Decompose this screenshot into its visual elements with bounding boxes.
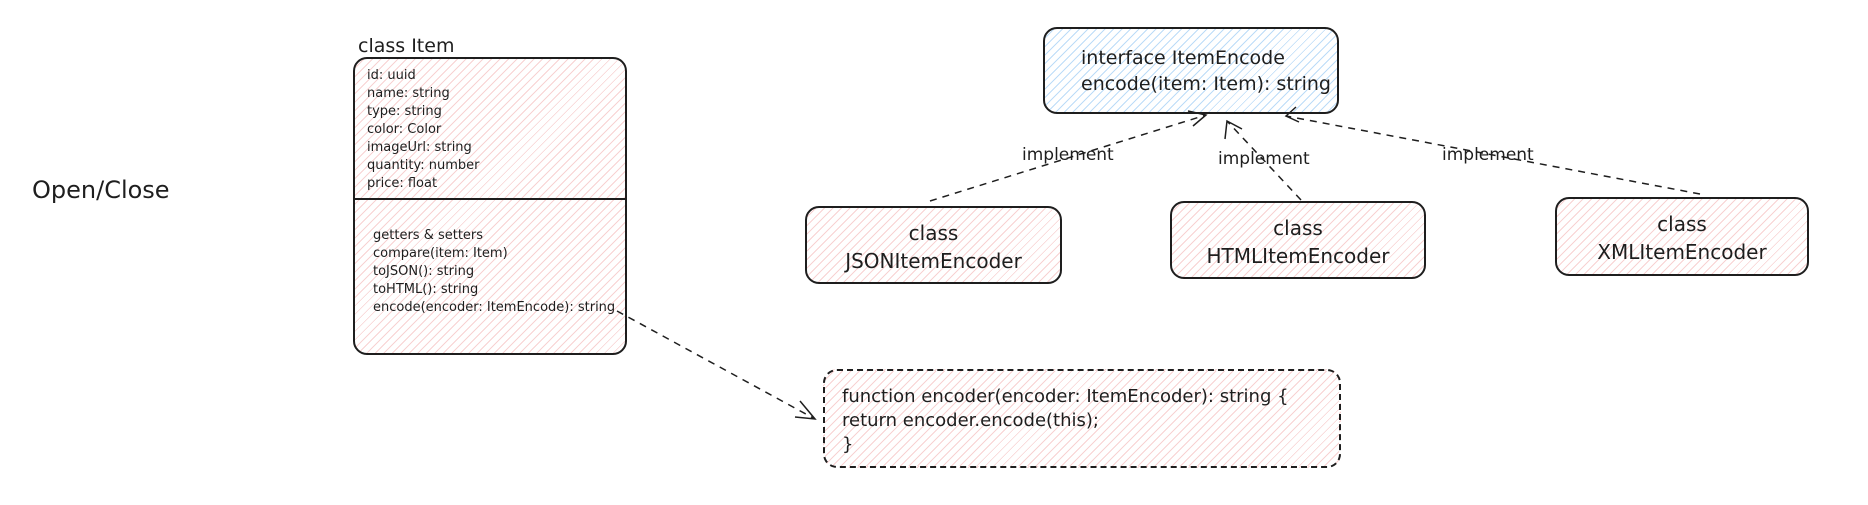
edge-label-implement-json: implement (1022, 145, 1114, 165)
field-type: type: string (367, 104, 442, 119)
json-item-encoder-box[interactable]: class JSONItemEncoder (805, 206, 1062, 284)
class-item-title: class Item (358, 35, 455, 57)
diagram-title: Open/Close (32, 176, 170, 204)
method-encode: encode(encoder: ItemEncode): string (373, 300, 616, 315)
edge-label-implement-html: implement (1218, 149, 1310, 169)
xml-encoder-keyword: class (1657, 212, 1707, 236)
interface-name: interface ItemEncode (1081, 47, 1285, 69)
arrowhead-json (1187, 110, 1208, 127)
arrow-encode-to-function (616, 310, 816, 420)
method-to-html: toHTML(): string (373, 282, 479, 297)
class-item-fields: id: uuid name: string type: string color… (367, 67, 480, 193)
json-encoder-keyword: class (908, 221, 959, 245)
field-name: name: string (367, 86, 450, 101)
class-item-divider (355, 198, 625, 200)
encoder-function-box[interactable]: function encoder(encoder: ItemEncoder): … (823, 369, 1341, 468)
arrowhead-function (794, 400, 817, 420)
field-color: color: Color (367, 122, 442, 137)
arrowhead-xml (1284, 106, 1300, 123)
arrow-html-to-interface (1226, 120, 1302, 201)
method-getters-setters: getters & setters (373, 228, 484, 243)
interface-item-encode-box[interactable]: interface ItemEncode encode(item: Item):… (1043, 27, 1339, 114)
class-item-box[interactable]: id: uuid name: string type: string color… (353, 57, 627, 355)
html-encoder-keyword: class (1273, 216, 1323, 240)
encoder-function-code: function encoder(encoder: ItemEncoder): … (842, 386, 1289, 455)
field-image-url: imageUrl: string (367, 140, 472, 155)
arrow-json-to-interface (929, 114, 1207, 202)
method-to-json: toJSON(): string (373, 264, 475, 279)
json-encoder-name: JSONItemEncoder (845, 249, 1022, 273)
field-price: price: float (367, 176, 438, 191)
field-id: id: uuid (367, 68, 416, 83)
field-quantity: quantity: number (367, 158, 480, 173)
xml-encoder-name: XMLItemEncoder (1597, 240, 1767, 264)
method-compare: compare(item: Item) (373, 246, 508, 261)
arrowhead-html (1224, 119, 1243, 140)
class-item-methods: getters & setters compare(item: Item) to… (373, 227, 615, 317)
html-encoder-name: HTMLItemEncoder (1206, 244, 1390, 268)
interface-method: encode(item: Item): string (1081, 73, 1331, 95)
arrow-xml-to-interface (1285, 115, 1701, 195)
interface-text: interface ItemEncode encode(item: Item):… (1081, 45, 1331, 97)
xml-item-encoder-box[interactable]: class XMLItemEncoder (1555, 197, 1809, 276)
html-item-encoder-box[interactable]: class HTMLItemEncoder (1170, 201, 1426, 279)
